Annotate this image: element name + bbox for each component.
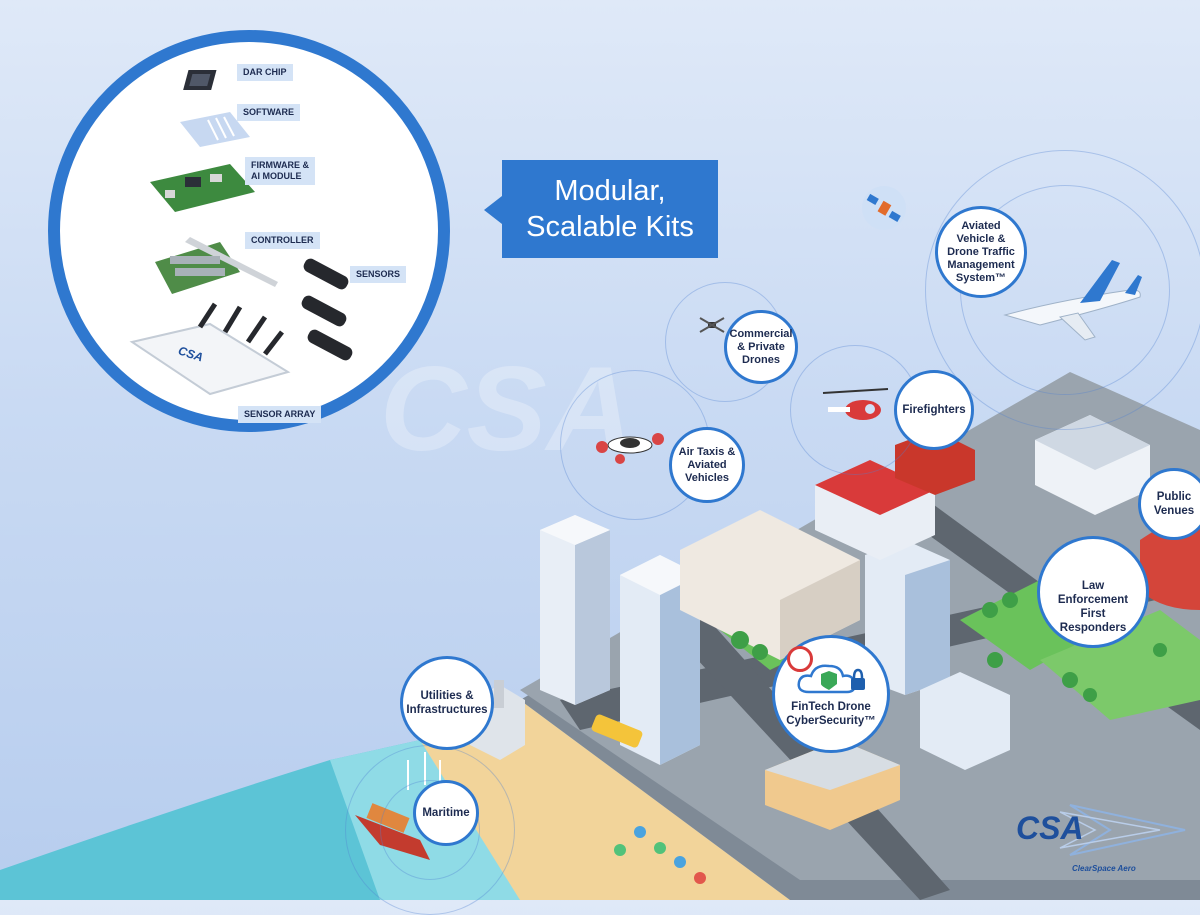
mall bbox=[765, 740, 900, 830]
park bbox=[1040, 610, 1200, 720]
helicopter-icon bbox=[822, 388, 889, 420]
kit-label-firmware: FIRMWARE & AI MODULE bbox=[245, 157, 315, 185]
no-drone-icon bbox=[787, 646, 813, 672]
small-office bbox=[920, 672, 1010, 770]
bubble-traffic-management: Aviated Vehicle & Drone Traffic Manageme… bbox=[935, 206, 1027, 298]
bubble-public-venues: Public Venues bbox=[1138, 468, 1200, 540]
bubble-air-taxis: Air Taxis & Aviated Vehicles bbox=[669, 427, 745, 503]
logo-mark: CSA bbox=[1016, 810, 1084, 846]
kit-components-circle: DAR CHIP SOFTWARE FIRMWARE & AI MODULE C… bbox=[48, 30, 450, 432]
kit-label-dar-chip: DAR CHIP bbox=[237, 64, 293, 81]
kit-illustrations bbox=[129, 70, 353, 396]
airplane-icon bbox=[1003, 260, 1142, 341]
software-icon bbox=[180, 112, 250, 147]
kit-label-sensor-array: SENSOR ARRAY bbox=[238, 406, 322, 423]
chip-icon bbox=[183, 70, 217, 90]
beach-umbrellas bbox=[614, 826, 706, 884]
logo-name: ClearSpace Aero bbox=[1072, 864, 1136, 873]
callout-line-2: Scalable Kits bbox=[526, 211, 694, 243]
kit-label-software: SOFTWARE bbox=[237, 104, 300, 121]
brand-logo: CSA ClearSpace Aero bbox=[1010, 800, 1190, 880]
office-block bbox=[680, 510, 860, 660]
bubble-firefighters: Firefighters bbox=[894, 370, 974, 450]
tower-right bbox=[865, 540, 950, 695]
tower-left bbox=[540, 515, 610, 705]
quadcopter-icon bbox=[699, 317, 725, 333]
kit-label-controller: CONTROLLER bbox=[245, 232, 320, 249]
trees bbox=[731, 592, 1167, 702]
logo-chevron-icon bbox=[1059, 804, 1186, 856]
bubble-utilities: Utilities & Infrastructures bbox=[400, 656, 494, 750]
sensor-icon bbox=[301, 258, 353, 361]
callout-line-1: Modular, bbox=[554, 175, 666, 207]
satellite-badge bbox=[862, 186, 906, 230]
kit-label-sensors: SENSORS bbox=[350, 266, 407, 283]
bubble-maritime: Maritime bbox=[413, 780, 479, 846]
cloud-lock-icon bbox=[797, 664, 865, 694]
callout-box: Modular, Scalable Kits bbox=[502, 160, 718, 258]
air-taxi-icon bbox=[596, 433, 664, 464]
controller-icon bbox=[155, 237, 278, 294]
module-board-icon bbox=[150, 164, 255, 212]
callout-arrow bbox=[484, 196, 502, 224]
fire-station bbox=[895, 430, 975, 495]
satellite-icon bbox=[866, 193, 901, 222]
sensor-array-icon bbox=[129, 302, 291, 396]
bubble-law-enforcement: Law Enforcement First Responders bbox=[1037, 536, 1149, 648]
city-ground-top bbox=[520, 372, 1200, 880]
bubble-commercial-drones: Commercial & Private Drones bbox=[724, 310, 798, 384]
bus bbox=[591, 714, 643, 748]
